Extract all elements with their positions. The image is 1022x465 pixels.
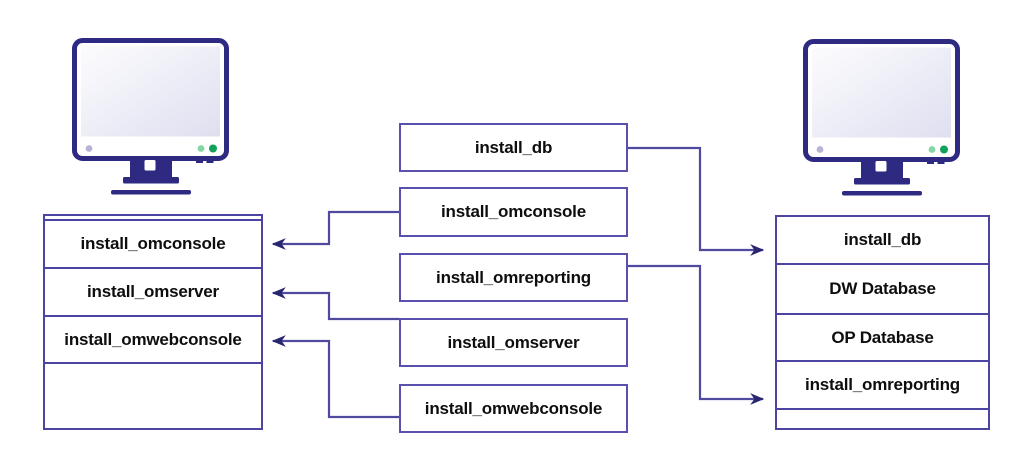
component-label: DW Database: [829, 279, 936, 298]
table-row: install_omserver: [45, 269, 261, 317]
connector-install-db-to-right-server: [628, 146, 765, 256]
table-row: DW Database: [777, 265, 988, 315]
script-label: install_omwebconsole: [424, 398, 603, 418]
left-desktop-monitor-icon: [75, 41, 227, 195]
component-label: install_omreporting: [805, 375, 960, 394]
script-box-install-omreporting: install_omreporting: [399, 253, 628, 302]
table-row: install_omconsole: [45, 221, 261, 269]
left-table-header-strip: [45, 216, 261, 221]
component-label: install_db: [843, 230, 922, 249]
script-box-install-omserver: install_omserver: [399, 318, 628, 367]
table-row: install_omwebconsole: [45, 317, 261, 364]
table-row: OP Database: [777, 315, 988, 362]
connector-install-omserver-to-left-server: [271, 287, 399, 321]
component-label: install_omwebconsole: [64, 329, 242, 349]
right-desktop-monitor-icon: [806, 42, 958, 196]
script-box-install-omconsole: install_omconsole: [399, 187, 628, 237]
script-box-install-omwebconsole: install_omwebconsole: [399, 384, 628, 433]
table-row: install_omreporting: [777, 362, 988, 410]
table-row-empty: [45, 364, 261, 427]
component-label: OP Database: [831, 327, 934, 347]
script-label: install_db: [474, 137, 553, 157]
script-box-install-db: install_db: [399, 123, 628, 172]
left-server-table: install_omconsole install_omserver insta…: [43, 214, 263, 430]
connector-install-omreporting-to-right-server: [628, 264, 765, 405]
script-label: install_omserver: [447, 332, 580, 352]
connector-install-omconsole-to-left-server: [271, 210, 399, 250]
table-row-empty: [777, 410, 988, 428]
script-label: install_omconsole: [441, 202, 586, 221]
table-row: install_db: [777, 217, 988, 265]
component-label: install_omconsole: [80, 234, 226, 253]
component-label: install_omserver: [87, 282, 219, 301]
script-label: install_omreporting: [436, 267, 591, 287]
connector-install-omwebconsole-to-left-server: [271, 335, 399, 419]
right-server-table: install_db DW Database OP Database insta…: [775, 215, 990, 430]
